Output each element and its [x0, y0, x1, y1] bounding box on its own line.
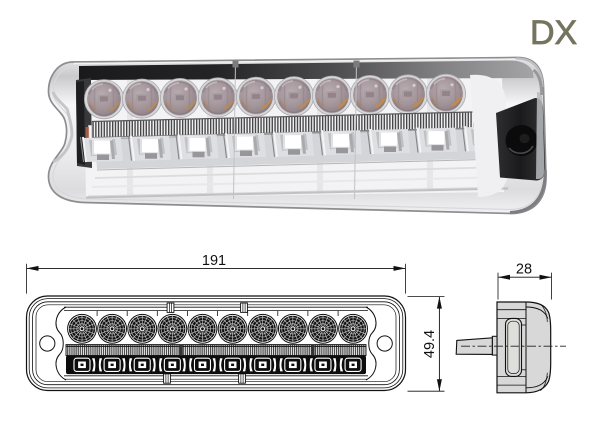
svg-text:DX: DX — [530, 14, 577, 52]
svg-text:49.4: 49.4 — [422, 330, 438, 358]
svg-text:28: 28 — [516, 262, 532, 278]
svg-text:191: 191 — [202, 253, 226, 269]
